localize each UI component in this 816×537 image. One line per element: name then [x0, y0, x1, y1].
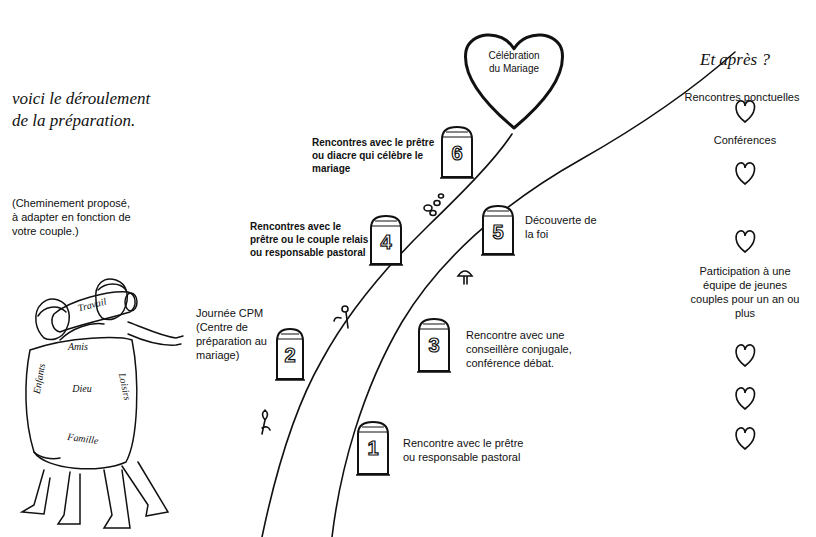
- milestone: 4Rencontres avec le prêtre ou le couple …: [369, 214, 403, 266]
- title: voici le déroulement de la préparation.: [12, 88, 152, 132]
- flower: [262, 410, 270, 434]
- heart-shape: Célébration du Mariage: [460, 28, 568, 132]
- heart-outline-path: [465, 35, 562, 128]
- milestone-band: [420, 324, 448, 329]
- milestone-number: 2: [275, 343, 305, 367]
- ground-line: [369, 264, 403, 266]
- step-caption: Rencontres avec le prêtre ou diacre qui …: [312, 136, 440, 175]
- backpack-word: Famille: [55, 428, 110, 448]
- milestone: 6Rencontres avec le prêtre ou diacre qui…: [440, 125, 474, 179]
- note: (Cheminement proposé, à adapter en fonct…: [12, 196, 137, 238]
- milestone-number: 6: [440, 141, 474, 165]
- milestone: 1Rencontre avec le prêtre ou responsable…: [356, 420, 390, 476]
- list-item: Rencontres ponctuelles: [672, 90, 812, 104]
- backpack-word: Enfants: [28, 353, 49, 404]
- backpack-word: Travail: [61, 291, 122, 318]
- milestone-band: [484, 211, 512, 216]
- milestone-number: 5: [481, 220, 515, 244]
- step-caption: Journée CPM (Centre de préparation au ma…: [196, 306, 276, 362]
- heart-label: Célébration du Mariage: [460, 49, 568, 75]
- milestone-number: 4: [369, 230, 403, 254]
- list-item: Conférences: [680, 133, 810, 147]
- ground-line: [417, 371, 451, 373]
- milestone-band: [443, 132, 471, 137]
- step-caption: Rencontre avec le prêtre ou responsable …: [403, 436, 531, 464]
- milestone-number: 1: [356, 436, 390, 460]
- backpack-word: Loisirs: [113, 361, 136, 413]
- ground-line: [356, 474, 390, 476]
- backpack-word: Dieu: [62, 382, 102, 395]
- pebble: [424, 205, 432, 211]
- backpack-word: Amis: [58, 340, 98, 353]
- pebble: [430, 211, 436, 216]
- milestone: 3Rencontre avec une conseillère conjugal…: [417, 317, 451, 373]
- milestone: 5Découverte de la foi: [481, 204, 515, 256]
- heart-outline: [460, 28, 568, 132]
- pebble: [434, 201, 440, 206]
- step-caption: Rencontres avec le prêtre ou le couple r…: [250, 220, 372, 259]
- mushroom: [458, 271, 472, 284]
- milestone-number: 3: [417, 333, 451, 357]
- milestone: 2Journée CPM (Centre de préparation au m…: [275, 327, 305, 381]
- ground-line: [275, 379, 305, 381]
- list-item: Participation à une équipe de jeunes cou…: [683, 264, 807, 320]
- road-edge: [332, 52, 735, 537]
- step-caption: Rencontre avec une conseillère conjugale…: [466, 328, 578, 370]
- step-caption: Découverte de la foi: [525, 213, 605, 241]
- milestone-band: [359, 427, 387, 432]
- milestone-band: [278, 334, 302, 339]
- pebble: [439, 194, 444, 198]
- ground-line: [481, 254, 515, 256]
- milestone-band: [372, 221, 400, 226]
- ground-line: [440, 177, 474, 179]
- section-heading: Et après ?: [700, 50, 800, 70]
- flower: [334, 306, 348, 328]
- couple-figure: [22, 279, 183, 528]
